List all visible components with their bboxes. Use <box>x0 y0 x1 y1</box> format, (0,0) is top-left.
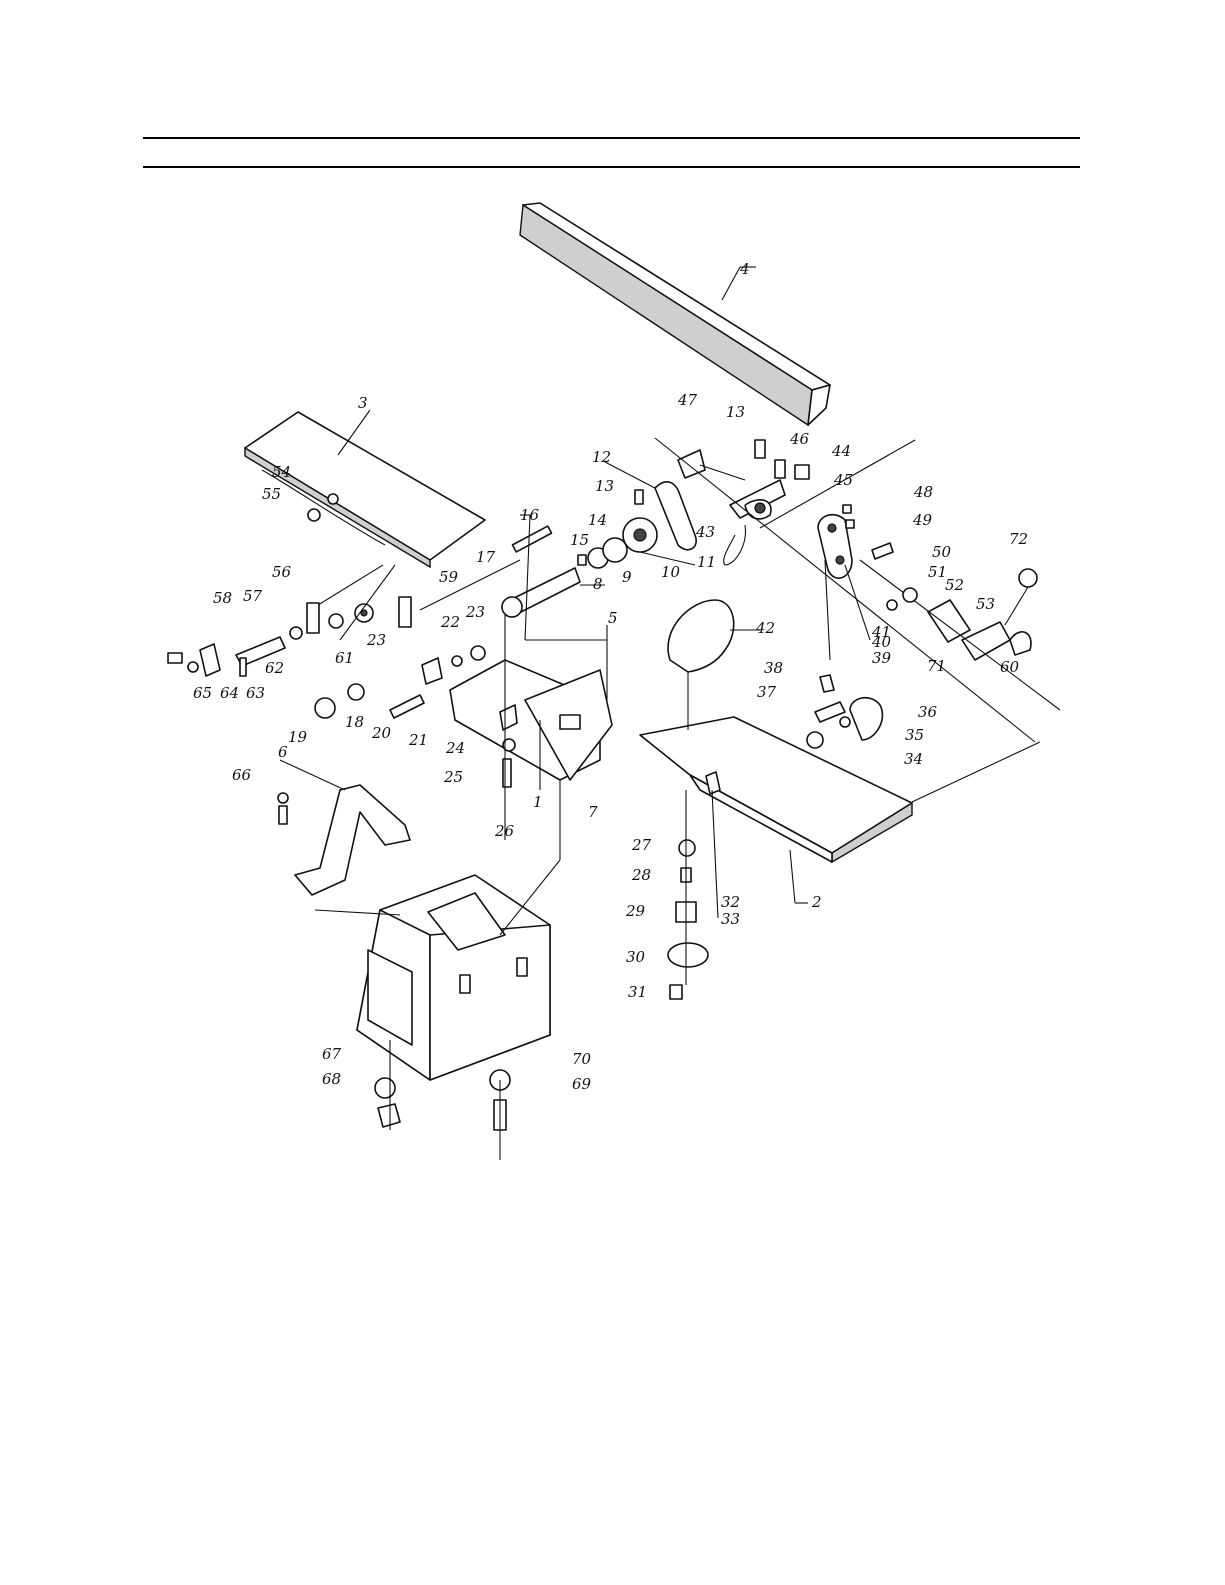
part-motor-bracket <box>678 440 809 565</box>
part-cutter-shaft <box>502 568 605 617</box>
callout-27: 27 <box>631 836 652 854</box>
callout-67: 67 <box>322 1045 342 1063</box>
callout-56: 56 <box>272 563 292 581</box>
callout-23-a: 23 <box>366 631 386 649</box>
callout-3: 3 <box>358 394 368 412</box>
callout-6: 6 <box>278 743 288 761</box>
callout-62: 62 <box>265 659 284 677</box>
callout-16: 16 <box>520 506 540 524</box>
callout-55: 55 <box>262 485 281 503</box>
callout-36: 36 <box>918 703 938 721</box>
callout-46: 46 <box>789 430 810 448</box>
callout-30: 30 <box>626 948 646 966</box>
callout-37: 37 <box>757 683 777 701</box>
part-cutter-guard <box>668 600 760 730</box>
callout-72: 72 <box>1009 530 1028 548</box>
callout-68: 68 <box>322 1070 341 1088</box>
callout-29: 29 <box>625 902 646 920</box>
callout-7: 7 <box>588 803 598 821</box>
callout-17: 17 <box>476 548 496 566</box>
callout-1: 1 <box>533 793 543 811</box>
callout-15: 15 <box>570 531 589 549</box>
callout-39: 39 <box>872 649 892 667</box>
callout-9: 9 <box>622 568 632 586</box>
callout-69: 69 <box>572 1075 592 1093</box>
callout-65: 65 <box>193 684 212 702</box>
callout-13-a: 13 <box>595 477 614 495</box>
callout-50: 50 <box>932 543 952 561</box>
callout-48: 48 <box>913 483 933 501</box>
callout-34: 34 <box>904 750 923 768</box>
callout-47: 47 <box>677 391 698 409</box>
callout-60: 60 <box>1000 658 1020 676</box>
callout-45: 45 <box>833 471 853 489</box>
callout-33: 33 <box>721 910 740 928</box>
callout-32: 32 <box>721 893 740 911</box>
callout-63: 63 <box>246 684 265 702</box>
callout-61: 61 <box>335 649 354 667</box>
callout-18: 18 <box>345 713 364 731</box>
callout-12: 12 <box>592 448 611 466</box>
callout-41: 41 <box>871 623 891 641</box>
callout-66: 66 <box>232 766 252 784</box>
callout-28: 28 <box>631 866 651 884</box>
callout-31: 31 <box>628 983 647 1001</box>
callout-70: 70 <box>572 1050 592 1068</box>
callout-53: 53 <box>976 595 995 613</box>
callout-57: 57 <box>243 587 263 605</box>
callout-25: 25 <box>443 768 463 786</box>
callout-labels: 1 2 3 4 5 6 7 8 9 10 11 12 13 13 14 15 1… <box>193 260 1028 1093</box>
part-support-arm <box>280 760 410 895</box>
callout-19: 19 <box>288 728 308 746</box>
callout-71: 71 <box>927 657 946 675</box>
callout-4: 4 <box>739 260 750 278</box>
callout-8: 8 <box>593 575 603 593</box>
callout-42: 42 <box>755 619 775 637</box>
callout-49: 49 <box>912 511 933 529</box>
callout-20: 20 <box>371 724 392 742</box>
callout-26: 26 <box>494 822 515 840</box>
callout-21: 21 <box>408 731 428 749</box>
callout-14: 14 <box>588 511 607 529</box>
callout-38: 38 <box>764 659 783 677</box>
callout-59: 59 <box>439 568 459 586</box>
callout-23-b: 23 <box>465 603 485 621</box>
callout-44: 44 <box>831 442 851 460</box>
callout-10: 10 <box>661 563 681 581</box>
callout-24: 24 <box>445 739 465 757</box>
callout-35: 35 <box>905 726 924 744</box>
callout-2: 2 <box>811 893 822 911</box>
callout-58: 58 <box>213 589 232 607</box>
callout-43: 43 <box>695 523 715 541</box>
callout-22: 22 <box>440 613 460 631</box>
part-fence <box>520 203 830 425</box>
callout-54: 54 <box>272 463 291 481</box>
callout-52: 52 <box>945 576 964 594</box>
callout-64: 64 <box>220 684 239 702</box>
callout-5: 5 <box>608 609 618 627</box>
part-adjust-plate <box>818 515 870 660</box>
callout-11: 11 <box>697 553 716 571</box>
callout-13-b: 13 <box>726 403 745 421</box>
